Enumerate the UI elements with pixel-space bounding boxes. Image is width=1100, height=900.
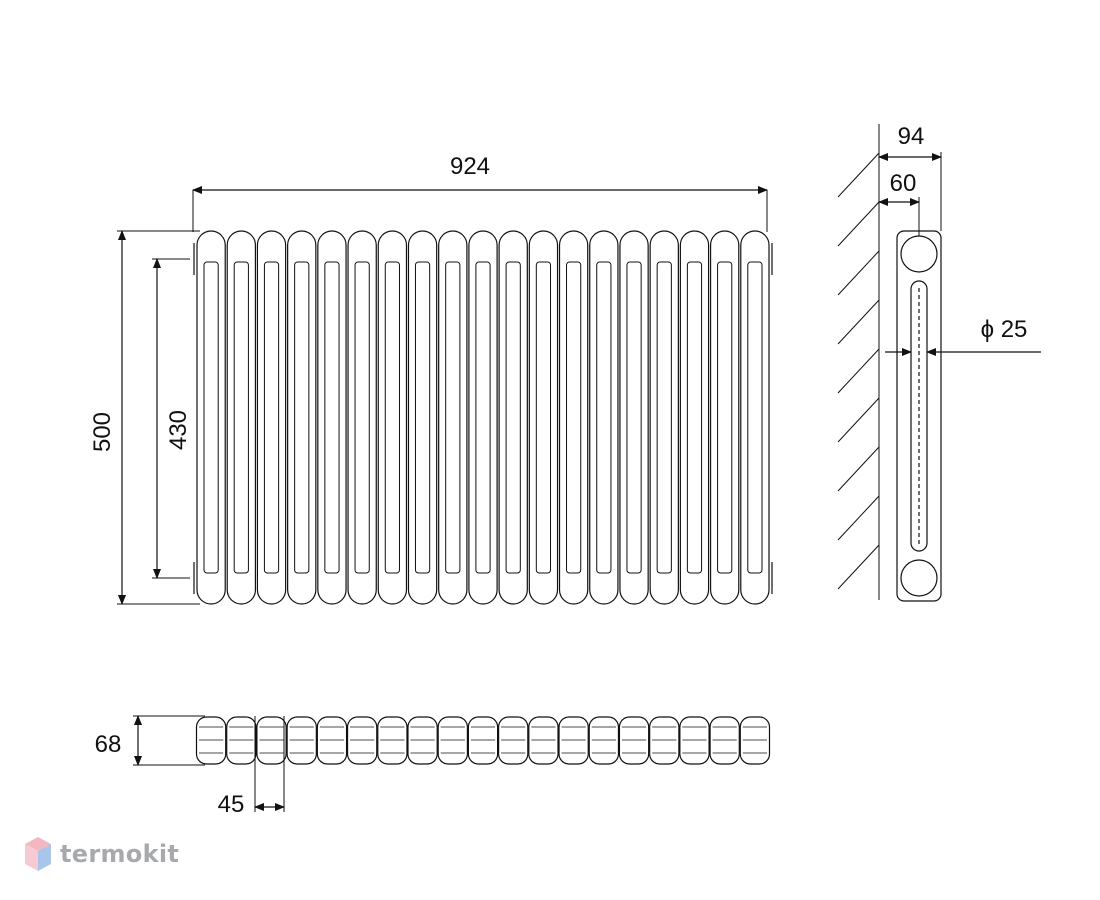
top-depth-label: 68 <box>95 731 122 758</box>
side-view: 94 60 ϕ 25 <box>837 123 1041 602</box>
radiator-section <box>528 230 559 605</box>
wall-hatch <box>837 124 880 600</box>
top-section <box>256 716 287 765</box>
radiator-section <box>407 230 438 605</box>
pitch-dimension: 45 <box>218 716 285 818</box>
radiator-section <box>679 230 710 605</box>
top-section <box>739 716 771 765</box>
top-section <box>377 716 408 765</box>
pitch-label: 45 <box>218 791 245 818</box>
top-section <box>649 716 680 765</box>
top-section <box>588 716 620 765</box>
top-section <box>709 716 740 765</box>
top-section <box>679 716 710 765</box>
radiator-section <box>347 230 377 605</box>
top-section <box>195 716 227 765</box>
radiator-section <box>709 230 740 605</box>
depth-total-dimension: 94 <box>878 123 942 231</box>
top-section <box>437 716 468 765</box>
top-section <box>407 716 438 765</box>
radiator-section <box>589 230 619 605</box>
radiator-section <box>377 230 408 605</box>
radiator-section <box>196 230 226 605</box>
front-sections <box>193 230 773 605</box>
top-section <box>286 716 317 765</box>
radiator-section <box>649 230 679 605</box>
top-sections <box>195 716 771 765</box>
top-section <box>558 716 589 765</box>
side-profile <box>896 230 942 602</box>
top-view: 68 45 <box>95 715 771 818</box>
brand-name: termokit <box>60 840 180 868</box>
radiator-section <box>287 230 317 605</box>
top-section <box>467 716 499 765</box>
depth-inner-label: 60 <box>890 170 917 197</box>
height-label: 500 <box>89 412 116 452</box>
depth-inner-dimension: 60 <box>878 170 920 236</box>
top-section <box>316 716 348 765</box>
top-depth-dimension: 68 <box>95 715 205 766</box>
width-dimension: 924 <box>192 153 768 232</box>
radiator-section <box>498 230 528 605</box>
radiator-section <box>226 230 257 605</box>
radiator-section <box>256 230 287 605</box>
radiator-section <box>468 230 498 605</box>
axis-distance-dimension: 430 <box>152 258 192 579</box>
depth-total-label: 94 <box>898 123 925 150</box>
width-label: 924 <box>450 153 490 180</box>
radiator-section <box>740 230 770 605</box>
top-section <box>618 716 650 765</box>
top-section <box>528 716 559 765</box>
top-section <box>226 716 257 765</box>
front-view: 924 500 430 <box>89 153 773 605</box>
radiator-section <box>317 230 347 605</box>
brand-logo: termokit <box>24 836 179 872</box>
radiator-section <box>438 230 468 605</box>
radiator-section <box>619 230 649 605</box>
radiator-section <box>558 230 589 605</box>
height-dimension: 500 <box>89 230 200 605</box>
top-section <box>346 716 378 765</box>
axis-distance-label: 430 <box>165 410 192 450</box>
pipe-diameter-dimension: ϕ 25 <box>885 316 1041 356</box>
pipe-diameter-label: ϕ 25 <box>981 316 1028 343</box>
cube-icon <box>25 837 51 871</box>
top-section <box>498 716 529 765</box>
